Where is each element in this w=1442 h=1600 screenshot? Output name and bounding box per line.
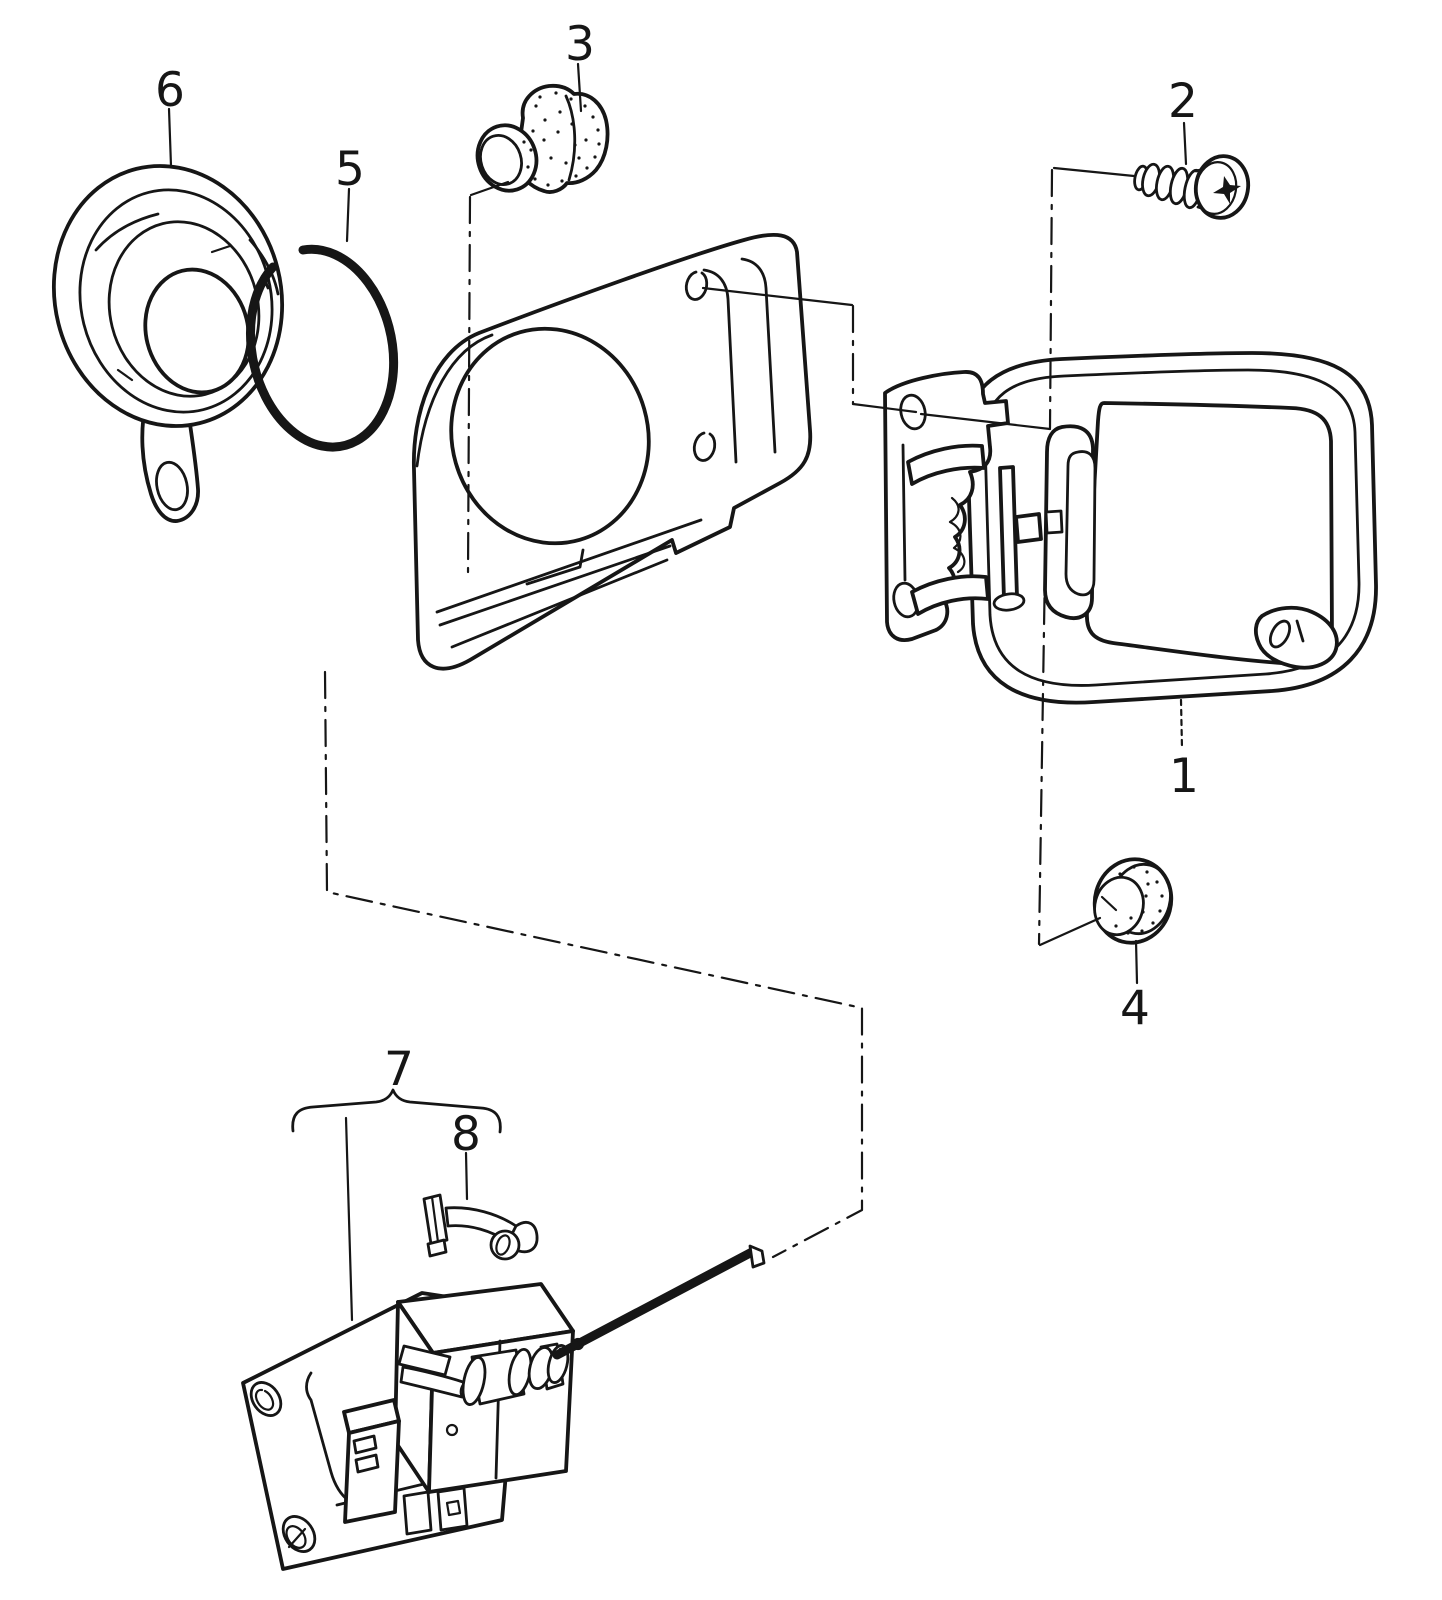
- latch-receiver: [1044, 509, 1064, 535]
- lever-fork-foot: [426, 1238, 448, 1258]
- hinge-bracket-assembly: [883, 370, 1064, 642]
- connector-tab-1: [402, 1490, 433, 1536]
- grommet3-stipple: [522, 91, 601, 187]
- callout-labels: 1 2 3 4 5 6 7 8: [155, 17, 1199, 1162]
- part-1-fuel-flap: [965, 351, 1378, 705]
- bracket-hole-top: [899, 393, 927, 431]
- panel-opening: [449, 326, 651, 546]
- ring-band-core: [248, 247, 396, 450]
- hinge-link: [998, 465, 1019, 601]
- leader-label-3: [576, 62, 583, 113]
- callout-label-3: 3: [565, 17, 595, 72]
- part-7-lock-actuator: [241, 1244, 766, 1571]
- flap-handle-recess-inner: [1064, 450, 1097, 597]
- part-5-retaining-ring: [246, 244, 399, 452]
- part-8-lever: [422, 1193, 539, 1261]
- lever-hook: [514, 1221, 539, 1254]
- panel-shoulder-arc: [415, 333, 494, 468]
- centreline-actuator: [323, 670, 864, 1259]
- spring-accent-4: [116, 368, 134, 382]
- actuator-front-dot: [445, 1423, 459, 1437]
- hinge-leaf-upper: [906, 443, 986, 486]
- callout-label-8: 8: [451, 1107, 481, 1162]
- bracket-detail-line: [901, 443, 907, 582]
- callout-label-6: 6: [155, 63, 185, 118]
- plate-inner-contour: [305, 1371, 351, 1503]
- panel-hole-lower: [692, 431, 717, 462]
- panel-flange-line-1: [435, 518, 703, 614]
- leader-to-bracket-hole: [851, 402, 918, 414]
- lever-boss-hole: [495, 1234, 511, 1256]
- panel-flange-line-2: [438, 544, 672, 627]
- connector-tab-2: [436, 1486, 469, 1532]
- spring-inner-hole: [143, 267, 251, 395]
- relay-slot-2: [354, 1453, 380, 1474]
- callout-label-5: 5: [335, 142, 365, 197]
- hinge-link-foot: [992, 592, 1026, 612]
- connector-tab-hole: [445, 1499, 462, 1517]
- centreline-grommet3: [466, 195, 472, 577]
- leader-bracket-to-screw: [919, 412, 1052, 431]
- actuation-rod-core: [554, 1249, 755, 1358]
- spring-accent-3: [210, 244, 232, 254]
- panel-flange-step: [525, 548, 585, 586]
- leader-label-5: [345, 187, 351, 243]
- leader-lines: [167, 62, 1188, 1322]
- relay-slot-1: [352, 1434, 378, 1455]
- hinge-bracket: [883, 370, 1010, 642]
- grommet3-mid-contour: [564, 94, 577, 182]
- filler-pocket-panel: [412, 232, 813, 671]
- brace-part-7: [291, 1088, 502, 1134]
- rod-tip: [748, 1244, 766, 1269]
- callout-label-7: 7: [384, 1042, 414, 1097]
- leader-label-4: [1134, 939, 1139, 985]
- flap-latch-tick: [1295, 619, 1305, 643]
- grommet4-stipple: [1114, 865, 1164, 935]
- leader-panel-hole: [701, 286, 854, 307]
- grommet4-tick: [1100, 895, 1118, 912]
- screw-head-dome: [1194, 161, 1238, 215]
- grommet3-flange: [515, 83, 610, 194]
- spring-strap-hole: [155, 460, 189, 512]
- grommet3-nose: [475, 123, 539, 193]
- plate-hole-upper-inner: [254, 1388, 275, 1411]
- leader-grommet3-short: [469, 180, 510, 197]
- plate-hole-lower-tick: [287, 1527, 307, 1549]
- actuator-lever-plate: [397, 1344, 452, 1377]
- latch-block: [1014, 512, 1043, 544]
- grommet3-nose-face: [479, 134, 523, 186]
- part-4-grommet: [1092, 857, 1174, 945]
- spring-accent-1: [94, 212, 160, 252]
- panel-wall-arc-1: [740, 257, 777, 454]
- panel-outline: [412, 232, 813, 671]
- phillips-cross-icon: [1213, 176, 1241, 204]
- panel-flange-line-3: [450, 558, 669, 649]
- leader-brace-to-plate: [344, 1116, 354, 1322]
- part-6-spring-coil: [51, 164, 285, 523]
- callout-label-2: 2: [1168, 74, 1198, 129]
- callout-label-1: 1: [1169, 749, 1199, 804]
- leader-label-1: [1179, 698, 1184, 751]
- leader-screw-tip: [1052, 166, 1136, 178]
- leader-label-2: [1182, 121, 1188, 166]
- leader-label-8: [464, 1151, 469, 1201]
- hinge-spring-wire: [948, 496, 966, 574]
- centreline-grommet4: [1037, 500, 1048, 946]
- hinge-leaf-lower: [910, 574, 990, 616]
- coupling-end-left: [461, 1356, 487, 1406]
- panel-hole-top: [684, 270, 709, 301]
- leader-grommet4: [1038, 916, 1102, 947]
- leader-label-6: [167, 107, 173, 168]
- part-3-grommet: [475, 83, 610, 194]
- lever-fork-line: [430, 1195, 440, 1244]
- flap-latch-boss: [1254, 605, 1339, 670]
- callout-label-4: 4: [1120, 981, 1150, 1036]
- centreline-screw: [1048, 168, 1054, 430]
- panel-wall-arc-2: [702, 268, 738, 464]
- flap-latch-slot: [1268, 619, 1292, 649]
- ring-end-curl: [264, 265, 275, 290]
- spring-accent-2: [248, 238, 280, 296]
- part-2-screw: [1133, 154, 1251, 220]
